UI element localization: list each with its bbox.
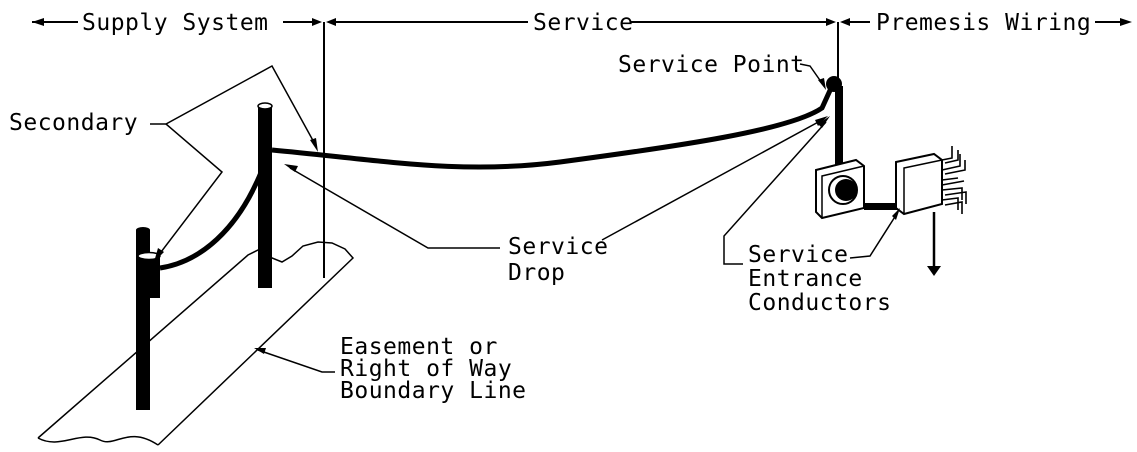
arrowhead-icon xyxy=(840,18,850,26)
service-drop-leader-right xyxy=(601,119,823,241)
service-mast xyxy=(835,86,843,166)
entrance-leader-upper xyxy=(723,121,827,265)
meter-panel-conductor xyxy=(864,203,900,210)
arrowhead-icon xyxy=(826,18,836,26)
easement-broken-edge xyxy=(37,435,159,446)
service-label: Service xyxy=(533,10,633,36)
header-range-bar xyxy=(32,18,1132,26)
secondary-label: Secondary xyxy=(9,110,138,136)
premises-wiring-label: Premesis Wiring xyxy=(876,10,1091,36)
distribution-panel xyxy=(895,146,967,276)
easement-label-line2: Right of Way xyxy=(340,356,512,382)
leader-lines xyxy=(150,63,900,373)
branch-circuits-icon xyxy=(941,146,967,214)
service-drop-conductor xyxy=(271,84,835,170)
meter xyxy=(815,158,865,220)
right-arrowhead-icon xyxy=(1120,18,1132,26)
entrance-leader-lower xyxy=(849,211,899,259)
transformer xyxy=(138,256,160,298)
service-drop-leader-left xyxy=(289,167,500,249)
service-point-label: Service Point xyxy=(618,52,805,78)
pole-front xyxy=(136,227,161,410)
easement-leader xyxy=(257,349,335,373)
pole-rear xyxy=(257,102,273,288)
arrowhead-icon xyxy=(326,18,336,26)
entrance-label-line2: Entrance xyxy=(748,266,863,292)
easement-strip xyxy=(37,241,355,446)
secondary-leader-lower xyxy=(157,123,224,257)
supply-system-label: Supply System xyxy=(82,10,269,36)
ground-icon xyxy=(927,266,941,276)
left-arrowhead-icon xyxy=(32,18,44,26)
meter-dial-icon xyxy=(835,179,857,201)
service-drop-label-line1: Service xyxy=(508,234,608,260)
easement-label-line3: Boundary Line xyxy=(340,378,527,404)
service-point xyxy=(826,76,843,166)
easement-label-line1: Easement or xyxy=(340,334,498,360)
entrance-label-line1: Service xyxy=(748,242,848,268)
arrowhead-icon xyxy=(312,18,322,26)
service-point-leader xyxy=(799,63,825,87)
entrance-label-line3: Conductors xyxy=(748,290,891,316)
secondary-leader-upper xyxy=(150,64,317,147)
secondary-conductor xyxy=(159,169,265,271)
easement-outline xyxy=(37,241,355,446)
service-drop-label-line2: Drop xyxy=(508,260,565,286)
